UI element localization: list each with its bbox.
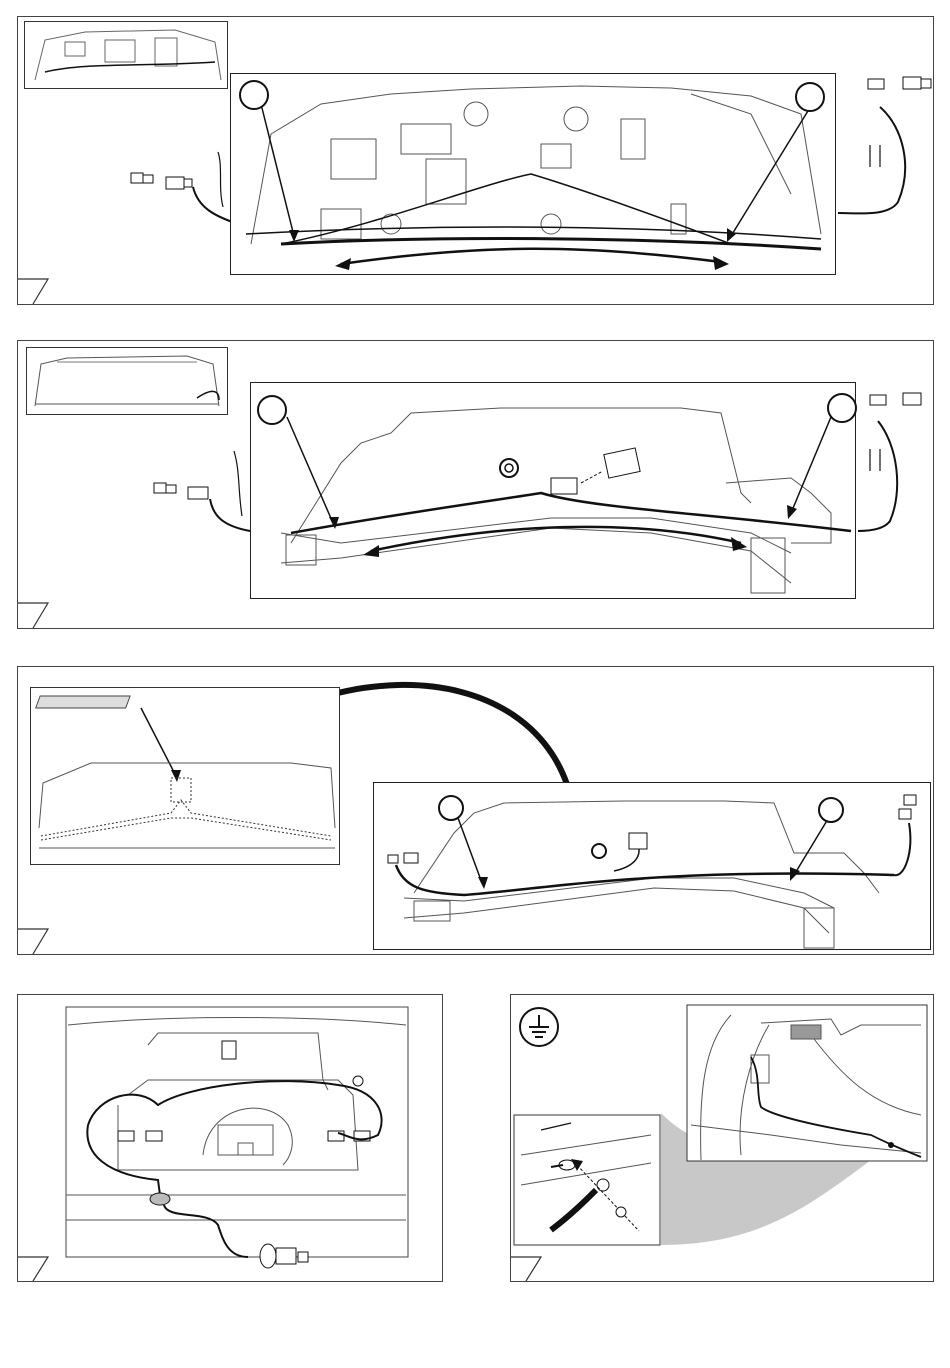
step-4-drawing (18, 995, 442, 1281)
step-2-panel (17, 340, 934, 629)
callout-b-circle (818, 797, 844, 823)
left-connector-plug-icon (131, 173, 192, 189)
step-4-panel (17, 994, 443, 1282)
step-5-panel (510, 994, 934, 1282)
right-connector-plug-icon (899, 795, 916, 819)
earth-ground-icon (519, 1007, 559, 1047)
nut-icon (616, 1207, 626, 1217)
step-1-engine-bay-detail (230, 73, 836, 275)
trailer-socket-icon (260, 1244, 308, 1268)
right-connector-plug-icon (870, 393, 921, 405)
step-3-rear-shelf-thumbnail (30, 687, 340, 865)
left-connector-plug-icon (388, 853, 418, 863)
callout-b-circle (827, 393, 857, 423)
step-2-overview-thumbnail (26, 347, 228, 415)
step-5-drawing (511, 995, 933, 1281)
step-3-rear-panel-detail (373, 782, 931, 950)
callout-a-circle (257, 395, 287, 425)
right-connector-plug-icon (868, 77, 931, 89)
step-2-rear-panel-detail (250, 382, 856, 599)
lamp-connector-icon (118, 1131, 370, 1141)
callout-b-circle (795, 82, 825, 112)
callout-a-circle (239, 80, 269, 110)
step-1-panel (17, 16, 934, 305)
step-3-panel (17, 666, 934, 955)
callout-a-circle (438, 795, 464, 821)
left-connector-plug-icon (154, 483, 208, 499)
step-1-overview-thumbnail (24, 21, 228, 89)
